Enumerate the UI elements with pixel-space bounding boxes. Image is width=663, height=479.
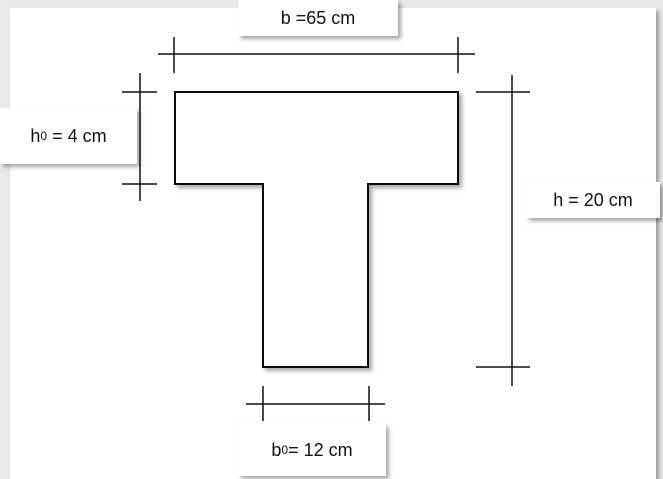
h0-symbol: h bbox=[30, 126, 41, 146]
t-beam-outline bbox=[174, 91, 459, 368]
b-width-text: b =65 cm bbox=[280, 8, 356, 28]
h-dimension-line bbox=[476, 75, 530, 386]
h0-dimension-line bbox=[122, 73, 157, 201]
b-dimension-line bbox=[158, 37, 475, 73]
h-height-label: h = 20 cm bbox=[526, 182, 660, 218]
h0-value: = 4 cm bbox=[47, 126, 107, 146]
h-height-text: h = 20 cm bbox=[553, 190, 633, 210]
b-width-label: b =65 cm bbox=[238, 0, 398, 36]
b0-dimension-line bbox=[246, 386, 385, 421]
b0-value: = 12 cm bbox=[288, 440, 353, 460]
b0-symbol: b bbox=[271, 440, 282, 460]
